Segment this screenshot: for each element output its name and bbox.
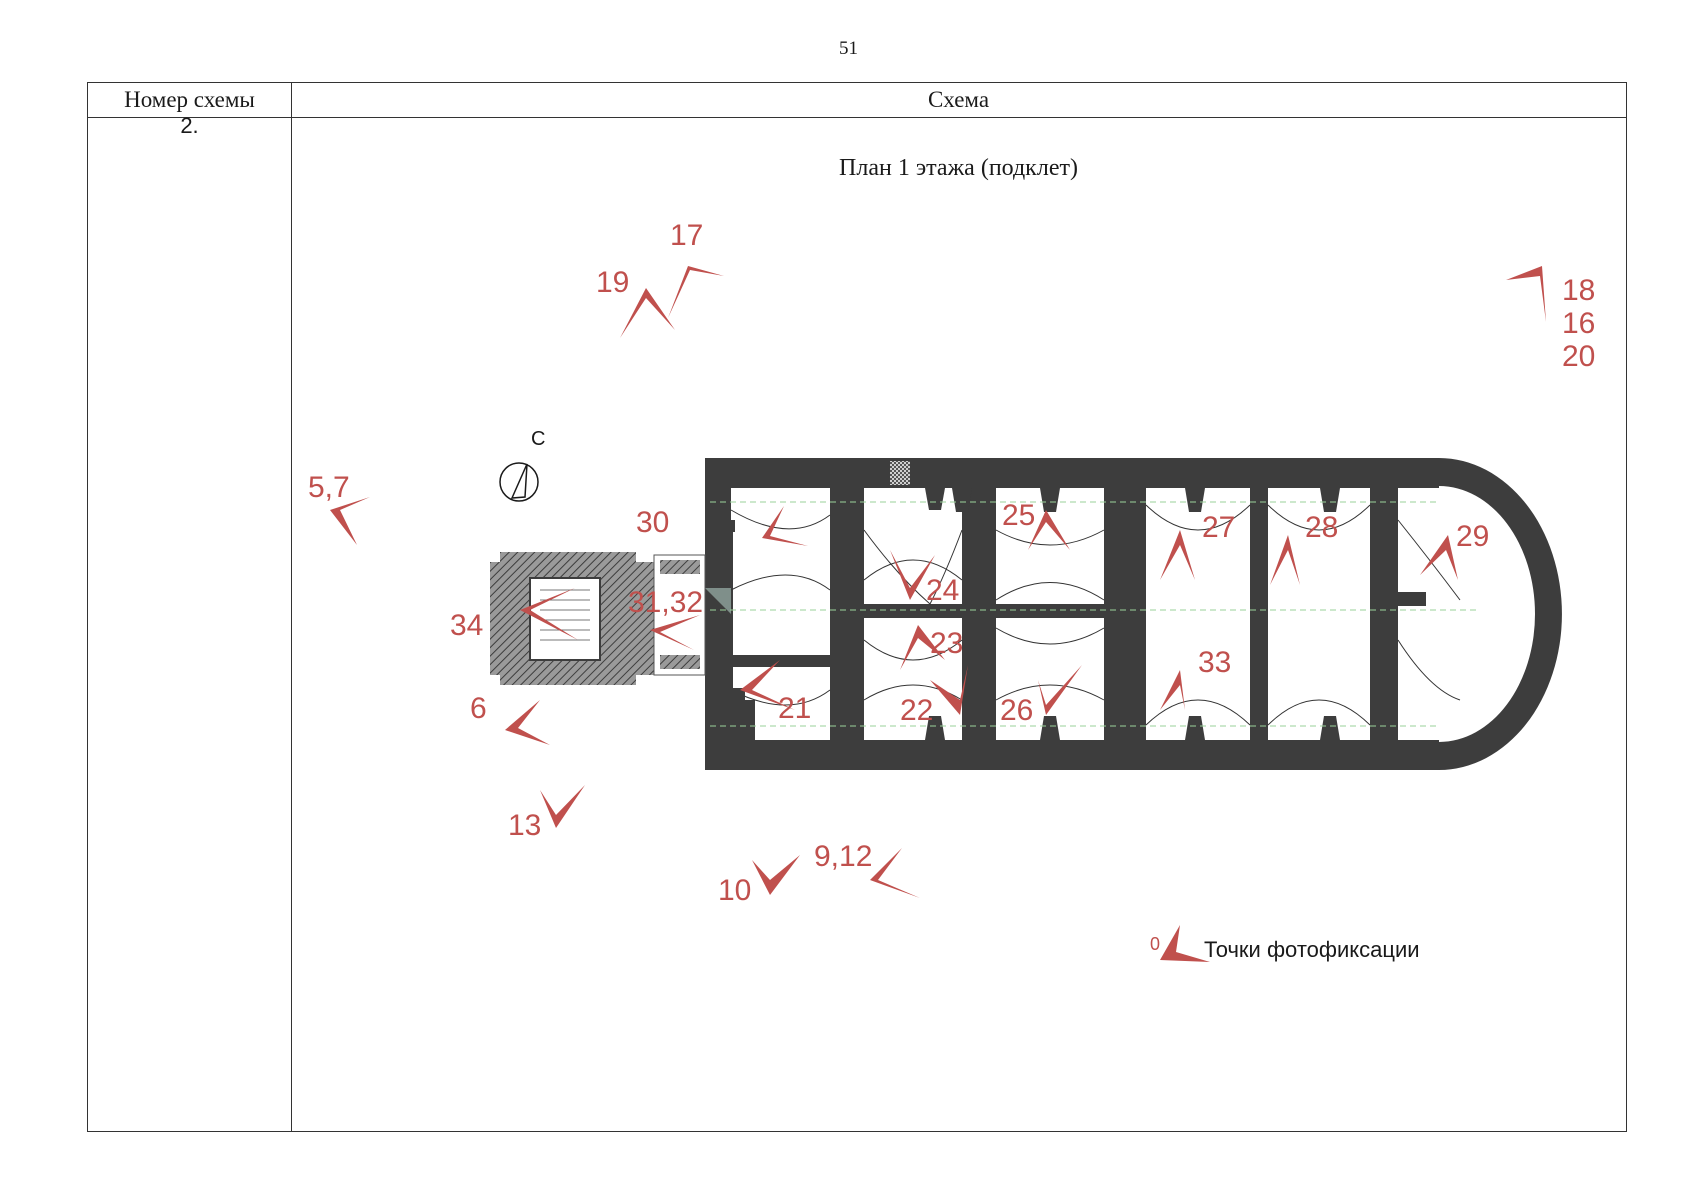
axis-lines	[710, 501, 1480, 727]
camera-marker-29	[1420, 535, 1458, 580]
legend: 0 Точки фотофиксации	[1150, 925, 1420, 962]
camera-marker-18	[1506, 266, 1546, 322]
legend-marker-label: 0	[1150, 934, 1160, 954]
stair-triangle	[705, 588, 731, 614]
north-arrow-icon	[499, 462, 539, 502]
legend-marker-icon	[1160, 925, 1210, 962]
label-33: 33	[1198, 646, 1231, 679]
label-28: 28	[1305, 511, 1338, 544]
label-13: 13	[508, 809, 541, 842]
camera-marker-3132	[650, 615, 700, 650]
scheme-table: Номер схемы Схема 2. План 1 этажа (подкл…	[87, 82, 1627, 1132]
plan-title: План 1 этажа (подклет)	[839, 155, 1078, 181]
cross-wall-5	[1370, 458, 1398, 770]
camera-marker-13	[540, 785, 585, 828]
apse-pier	[1398, 592, 1426, 606]
scheme-number: 2.	[180, 113, 199, 138]
legend-text: Точки фотофиксации	[1204, 937, 1420, 962]
camera-marker-30	[762, 506, 808, 546]
cross-wall-3	[1104, 458, 1146, 770]
partition-wall	[864, 604, 1104, 618]
label-9-12: 9,12	[814, 840, 872, 873]
label-25: 25	[1002, 499, 1035, 532]
label-26: 26	[1000, 694, 1033, 727]
label-22: 22	[900, 694, 933, 727]
south-wall	[705, 740, 1439, 770]
label-18: 18	[1562, 274, 1595, 307]
label-19: 19	[596, 266, 629, 299]
header-scheme-number: Номер схемы	[124, 87, 255, 112]
cross-wall-4	[1250, 458, 1268, 770]
label-30: 30	[636, 506, 669, 539]
vestibule-wall	[705, 522, 733, 702]
north-label: С	[531, 428, 545, 450]
camera-marker-23	[900, 625, 945, 670]
page-number: 51	[839, 38, 858, 59]
camera-marker-25	[1028, 510, 1070, 550]
label-23: 23	[930, 627, 963, 660]
label-29: 29	[1456, 520, 1489, 553]
label-17: 17	[670, 219, 703, 252]
vestibule-pier	[705, 700, 755, 740]
label-21: 21	[778, 692, 811, 725]
camera-marker-57	[330, 497, 370, 545]
camera-marker-24	[890, 550, 935, 600]
label-6: 6	[470, 692, 487, 725]
camera-marker-6	[505, 700, 550, 745]
camera-marker-912	[870, 848, 920, 898]
header-scheme: Схема	[927, 87, 990, 112]
photo-markers	[330, 266, 1546, 898]
camera-marker-33	[1160, 670, 1185, 710]
camera-marker-27	[1160, 530, 1195, 580]
photo-labels: 17 19 18 16 20 5,7 30 25 27 28 29 24 31,…	[308, 219, 1595, 907]
building-walls	[705, 458, 1562, 770]
chimney-block	[890, 461, 910, 485]
label-31-32: 31,32	[628, 586, 703, 619]
camera-marker-34	[520, 588, 578, 640]
apse-wall	[1439, 458, 1562, 770]
header-divider	[88, 117, 1626, 118]
camera-marker-21	[740, 660, 795, 710]
camera-marker-17	[668, 266, 724, 318]
camera-marker-10	[752, 855, 800, 895]
cross-wall-1	[830, 458, 864, 770]
north-wall	[705, 458, 1439, 488]
camera-marker-28	[1270, 535, 1300, 585]
label-10: 10	[718, 874, 751, 907]
label-24: 24	[926, 574, 959, 607]
column-divider	[291, 83, 292, 1131]
label-27: 27	[1202, 511, 1235, 544]
camera-marker-19	[620, 288, 675, 338]
label-20: 20	[1562, 340, 1595, 373]
camera-marker-22	[930, 665, 968, 715]
label-16: 16	[1562, 307, 1595, 340]
label-34: 34	[450, 609, 483, 642]
label-5-7: 5,7	[308, 471, 350, 504]
camera-marker-26	[1038, 665, 1082, 715]
vestibule-partition	[731, 655, 831, 667]
